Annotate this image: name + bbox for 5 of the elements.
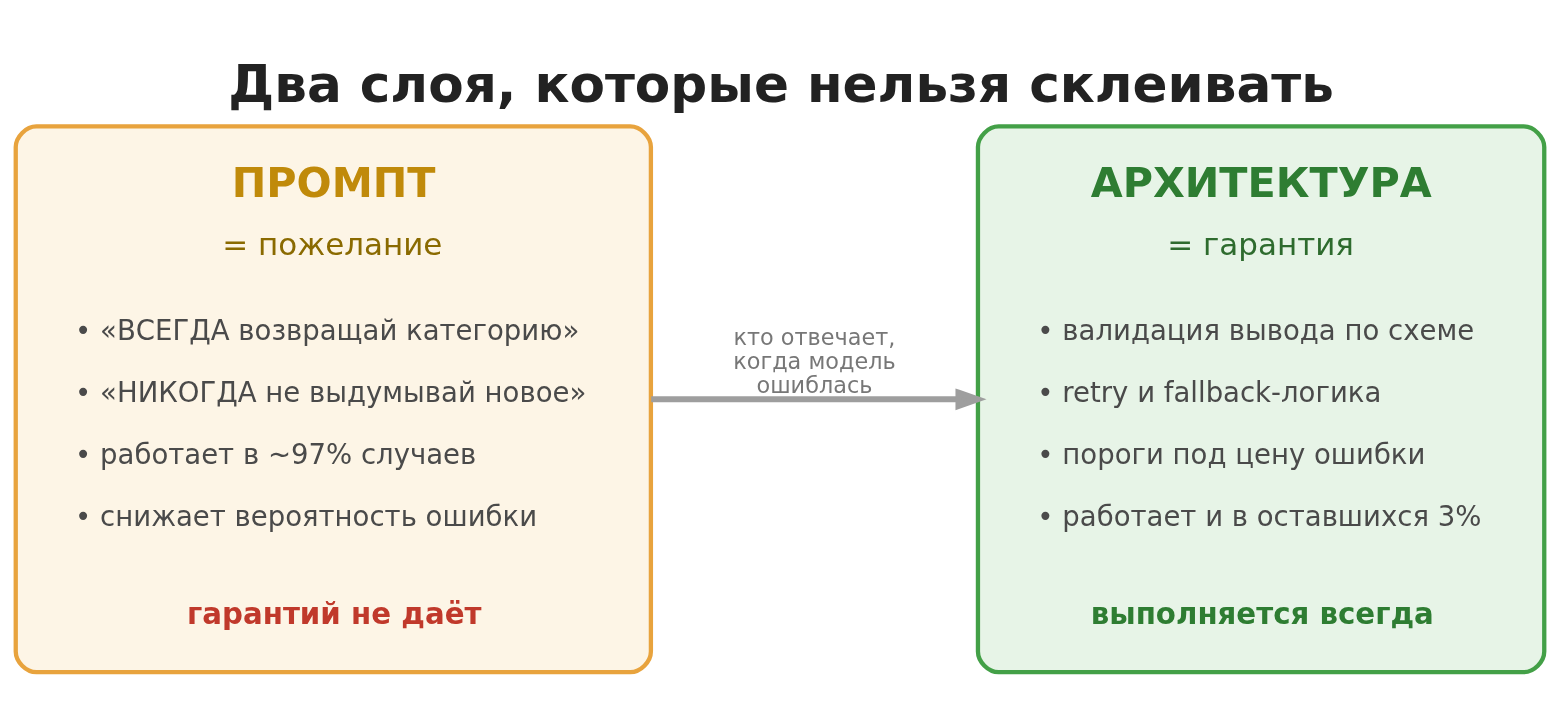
node-box: АРХИТЕКТУРА = гарантия • валидация вывода по схеме • retry и fallback-логика • пороги под цену ошибки • работает и в оставшихся 3% выполняется всегда xyxy=(975,124,1547,675)
arrow xyxy=(651,388,987,411)
edge-label: кто отвечает, когда модель ошиблась xyxy=(733,323,896,399)
diagram-title: Два слоя, которые нельзя склеивать xyxy=(228,54,1334,115)
node-box: ПРОМПТ = пожелание • «ВСЕГДА возвращай категорию» • «НИКОГДА не выдумывай новое» • работает в ~97% случаев • снижает вероятность ошибки гарантий не даёт xyxy=(13,124,654,675)
